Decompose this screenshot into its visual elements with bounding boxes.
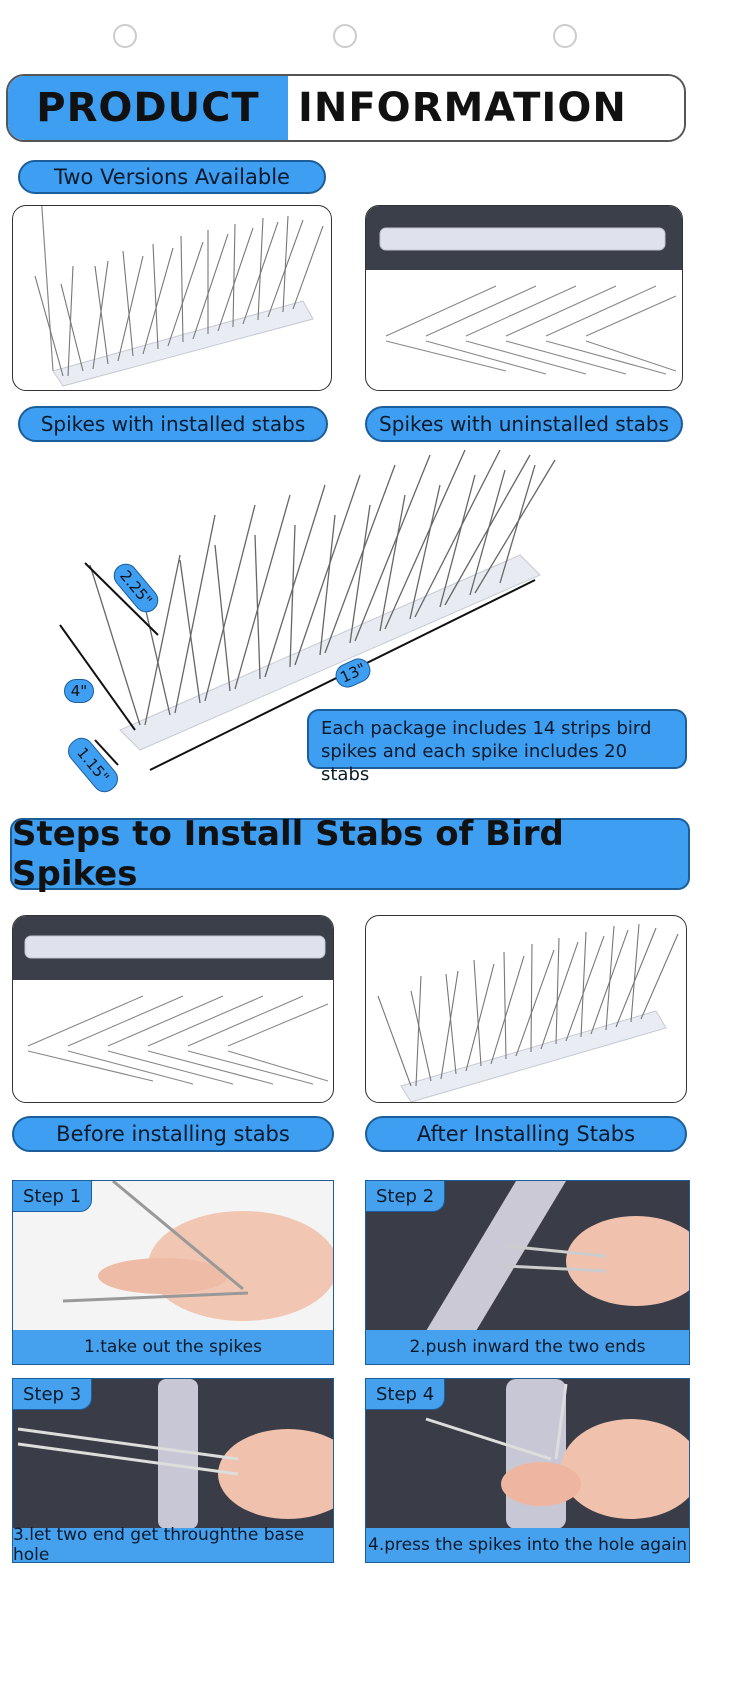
uninstalled-caption-label: Spikes with uninstalled stabs: [379, 412, 669, 436]
before-caption: Before installing stabs: [12, 1116, 334, 1152]
hand-pushing-spike-illustration: [426, 1181, 689, 1331]
step-4-card: Step 4 4.press the spikes into the hole …: [365, 1378, 690, 1563]
banner-title-left: PRODUCT: [36, 85, 260, 131]
uninstalled-spikes-image: [365, 205, 683, 391]
press-spike-illustration: [425, 1379, 689, 1529]
step-3-tag: Step 3: [13, 1379, 93, 1410]
step-3-tag-label: Step 3: [23, 1383, 82, 1405]
loose-stabs-illustration: [379, 227, 677, 375]
installed-caption: Spikes with installed stabs: [18, 406, 328, 442]
spike-base-strip: [119, 554, 541, 751]
step-3-caption-label: 3.let two end get throughthe base hole: [13, 1525, 305, 1563]
step-2-tag: Step 2: [366, 1181, 446, 1212]
install-title: Steps to Install Stabs of Bird Spikes: [12, 814, 564, 894]
step-1-tag: Step 1: [13, 1181, 93, 1212]
install-title-banner: Steps to Install Stabs of Bird Spikes: [10, 814, 690, 894]
step-1-card: Step 1 1.take out the spikes: [12, 1180, 334, 1365]
loose-stabs-illustration: [24, 935, 329, 1085]
package-note-text: Each package includes 14 strips bird spi…: [321, 718, 652, 785]
spike-wires: [89, 449, 556, 726]
step-2-caption: 2.push inward the two ends: [366, 1330, 689, 1364]
spike-strip-illustration: [34, 206, 324, 387]
installed-caption-label: Spikes with installed stabs: [40, 412, 306, 436]
spike-through-hole-illustration: [17, 1379, 333, 1529]
versions-pill: Two Versions Available: [18, 160, 326, 194]
hanging-hole-icon: [553, 24, 577, 48]
hanging-hole-icon: [333, 24, 357, 48]
step-3-caption: 3.let two end get throughthe base hole: [13, 1525, 333, 1563]
hand-with-spike-illustration: [62, 1181, 333, 1321]
before-install-image: [12, 915, 334, 1103]
installed-spikes-image: [12, 205, 332, 391]
step-1-caption-label: 1.take out the spikes: [84, 1337, 262, 1357]
step-4-tag: Step 4: [366, 1379, 446, 1410]
hanging-hole-icon: [113, 24, 137, 48]
banner-right: INFORMATION: [288, 76, 684, 140]
after-caption-label: After Installing Stabs: [416, 1122, 636, 1146]
dimension-diagram: [59, 449, 556, 771]
versions-pill-label: Two Versions Available: [54, 165, 290, 189]
step-1-caption: 1.take out the spikes: [13, 1330, 333, 1364]
banner-title-right: INFORMATION: [298, 85, 627, 131]
before-caption-label: Before installing stabs: [56, 1122, 290, 1146]
step-2-card: Step 2 2.push inward the two ends: [365, 1180, 690, 1365]
uninstalled-caption: Spikes with uninstalled stabs: [365, 406, 683, 442]
spike-strip-illustration: [377, 923, 679, 1102]
banner-left: PRODUCT: [8, 76, 288, 140]
step-3-card: Step 3 3.let two end get throughthe base…: [12, 1378, 334, 1563]
product-info-banner: PRODUCT INFORMATION: [6, 74, 686, 142]
step-2-tag-label: Step 2: [376, 1185, 435, 1207]
height-label: 4": [64, 679, 94, 703]
step-1-tag-label: Step 1: [23, 1185, 82, 1207]
height-value: 4": [70, 682, 88, 700]
step-4-caption: 4.press the spikes into the hole again: [366, 1528, 689, 1562]
step-4-tag-label: Step 4: [376, 1383, 435, 1405]
after-caption: After Installing Stabs: [365, 1116, 687, 1152]
after-install-image: [365, 915, 687, 1103]
step-2-caption-label: 2.push inward the two ends: [409, 1337, 646, 1357]
package-note: Each package includes 14 strips bird spi…: [307, 709, 687, 785]
step-4-caption-label: 4.press the spikes into the hole again: [368, 1535, 687, 1555]
